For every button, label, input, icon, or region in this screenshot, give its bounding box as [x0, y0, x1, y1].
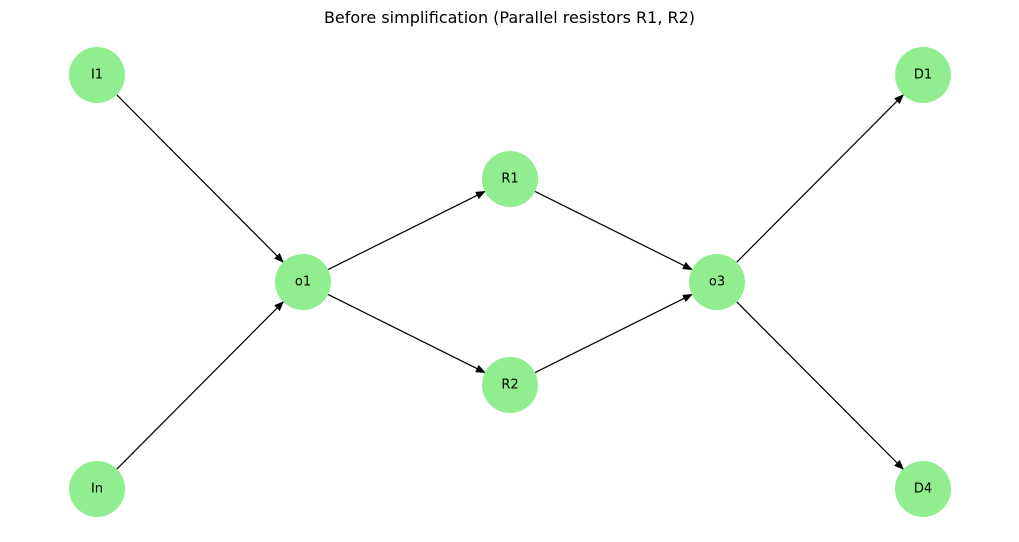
node-D1: D1 — [895, 47, 951, 103]
edge-I1-o1 — [116, 94, 284, 263]
edge-o3-D4 — [736, 301, 904, 470]
node-o1: o1 — [275, 254, 331, 310]
node-circle — [895, 461, 951, 517]
edges-layer — [116, 94, 904, 470]
node-R2: R2 — [482, 357, 538, 413]
node-label: R2 — [501, 378, 518, 393]
node-label: D1 — [914, 68, 932, 83]
diagram-title: Before simplification (Parallel resistor… — [323, 8, 696, 27]
node-I1: I1 — [69, 47, 125, 103]
node-D4: D4 — [895, 461, 951, 517]
node-o3: o3 — [689, 254, 745, 310]
node-R1: R1 — [482, 151, 538, 207]
edge-o1-R1 — [327, 190, 486, 271]
edge-o3-D1 — [736, 94, 904, 263]
node-label: I1 — [91, 68, 103, 83]
node-label: o3 — [709, 275, 725, 290]
node-circle — [482, 151, 538, 207]
node-circle — [69, 47, 125, 103]
node-label: In — [91, 482, 103, 497]
edge-R1-o3 — [534, 190, 693, 271]
node-In: In — [69, 461, 125, 517]
edge-o1-R2 — [327, 293, 486, 374]
node-label: R1 — [501, 172, 518, 187]
node-label: D4 — [914, 482, 932, 497]
node-circle — [689, 254, 745, 310]
node-label: o1 — [295, 275, 311, 290]
node-circle — [482, 357, 538, 413]
node-circle — [69, 461, 125, 517]
edge-R2-o3 — [534, 293, 693, 374]
node-circle — [895, 47, 951, 103]
edge-In-o1 — [116, 301, 284, 470]
node-circle — [275, 254, 331, 310]
